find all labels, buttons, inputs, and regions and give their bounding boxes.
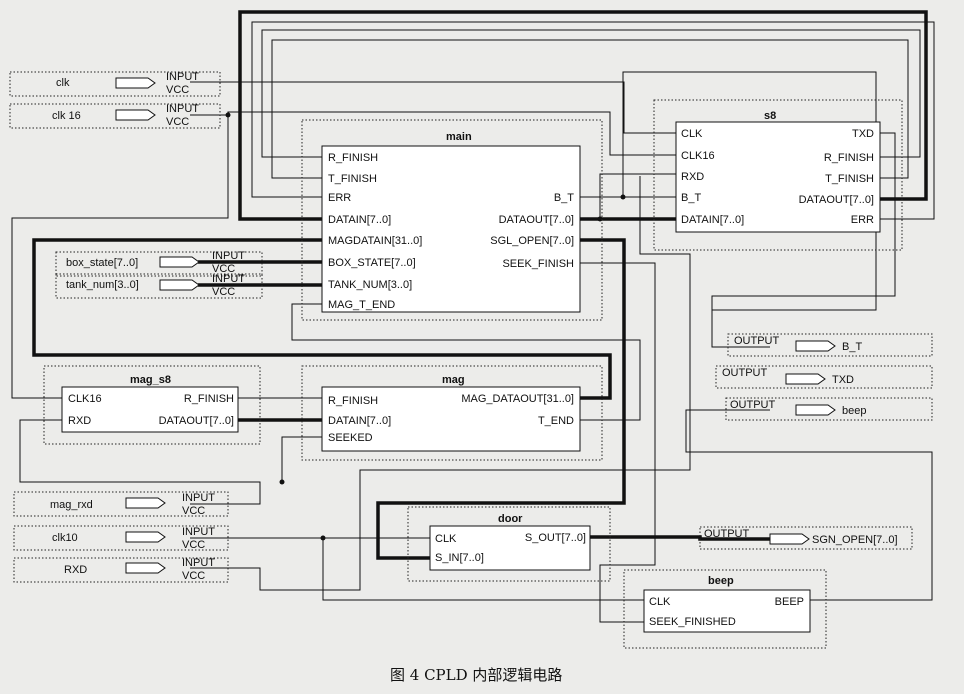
input-clk10-vcc: VCC <box>182 539 205 551</box>
output-b-t-name: B_T <box>842 341 862 353</box>
door-port-s-out: S_OUT[7..0] <box>525 532 586 544</box>
block-door-title: door <box>498 513 523 525</box>
block-beep: beep CLK SEEK_FINISHED BEEP <box>623 569 827 649</box>
input-box-state-name: box_state[7..0] <box>66 257 138 269</box>
beep-port-clk: CLK <box>649 596 671 608</box>
s8-port-datain: DATAIN[7..0] <box>681 214 744 226</box>
s8-port-dataout: DATAOUT[7..0] <box>799 194 874 206</box>
wires <box>11 10 935 623</box>
mag-port-seeked: SEEKED <box>328 432 373 444</box>
main-port-dataout: DATAOUT[7..0] <box>499 214 574 226</box>
mag-s8-port-dataout: DATAOUT[7..0] <box>159 415 234 427</box>
beep-port-seek-finished: SEEK_FINISHED <box>649 616 736 628</box>
output-txd-type: OUTPUT <box>722 367 768 379</box>
main-port-box-state: BOX_STATE[7..0] <box>328 257 416 269</box>
output-b-t-type: OUTPUT <box>734 335 780 347</box>
input-tank-num: tank_num[3..0] INPUT VCC <box>55 273 263 299</box>
input-clk-name: clk <box>56 77 70 89</box>
mag-port-mag-dataout: MAG_DATAOUT[31..0] <box>461 393 574 405</box>
input-box-state-type: INPUT <box>212 250 245 262</box>
s8-port-clk16: CLK16 <box>681 150 715 162</box>
main-port-r-finish: R_FINISH <box>328 152 378 164</box>
main-port-magdatain: MAGDATAIN[31..0] <box>328 235 422 247</box>
block-mag: mag R_FINISH DATAIN[7..0] SEEKED MAG_DAT… <box>301 365 603 461</box>
block-mag-s8-title: mag_s8 <box>130 374 171 386</box>
output-txd: OUTPUT TXD <box>715 365 933 389</box>
output-txd-name: TXD <box>832 374 854 386</box>
output-sgn-open-type: OUTPUT <box>704 528 750 540</box>
main-port-seek-finish: SEEK_FINISH <box>502 258 574 270</box>
input-mag-rxd-name: mag_rxd <box>50 499 93 511</box>
main-port-t-finish: T_FINISH <box>328 173 377 185</box>
input-rxd-type: INPUT <box>182 557 215 569</box>
output-b-t: OUTPUT B_T <box>727 333 933 357</box>
input-tank-num-vcc: VCC <box>212 286 235 298</box>
input-clk16-name: clk 16 <box>52 110 81 122</box>
block-main: main R_FINISH T_FINISH ERR DATAIN[7..0] … <box>301 119 603 321</box>
main-port-tank-num: TANK_NUM[3..0] <box>328 279 412 291</box>
block-mag-title: mag <box>442 374 465 386</box>
door-port-clk: CLK <box>435 533 457 545</box>
main-port-err: ERR <box>328 192 351 204</box>
input-clk10: clk10 INPUT VCC <box>13 525 229 551</box>
input-clk: clk INPUT VCC <box>9 71 221 97</box>
input-box-state: box_state[7..0] INPUT VCC <box>55 250 263 277</box>
s8-port-b-t: B_T <box>681 192 701 204</box>
output-sgn-open: OUTPUT SGN_OPEN[7..0] <box>699 526 913 550</box>
output-beep: OUTPUT beep <box>725 397 933 421</box>
mag-port-t-end: T_END <box>538 415 574 427</box>
mag-s8-port-rxd: RXD <box>68 415 91 427</box>
s8-port-rxd: RXD <box>681 171 704 183</box>
input-rxd: RXD INPUT VCC <box>13 557 229 583</box>
input-clk10-type: INPUT <box>182 526 215 538</box>
input-tank-num-type: INPUT <box>212 273 245 285</box>
mag-s8-port-r-finish: R_FINISH <box>184 393 234 405</box>
output-beep-type: OUTPUT <box>730 399 776 411</box>
input-clk-type: INPUT <box>166 71 199 83</box>
s8-port-clk: CLK <box>681 128 703 140</box>
input-tank-num-name: tank_num[3..0] <box>66 279 139 291</box>
block-main-title: main <box>446 131 472 143</box>
main-port-mag-t-end: MAG_T_END <box>328 299 395 311</box>
figure-caption: 图 4 CPLD 内部逻辑电路 <box>390 666 562 684</box>
input-rxd-name: RXD <box>64 564 87 576</box>
beep-port-beep: BEEP <box>775 596 804 608</box>
output-beep-name: beep <box>842 405 866 417</box>
input-clk16: clk 16 INPUT VCC <box>9 103 221 129</box>
input-rxd-vcc: VCC <box>182 570 205 582</box>
input-mag-rxd-vcc: VCC <box>182 505 205 517</box>
s8-port-err: ERR <box>851 214 874 226</box>
block-door: door CLK S_IN[7..0] S_OUT[7..0] <box>407 506 611 582</box>
block-beep-title: beep <box>708 575 734 587</box>
block-s8: s8 CLK CLK16 RXD B_T DATAIN[7..0] TXD R_… <box>653 99 903 251</box>
s8-port-t-finish: T_FINISH <box>825 173 874 185</box>
main-port-b-t: B_T <box>554 192 574 204</box>
input-mag-rxd-type: INPUT <box>182 492 215 504</box>
block-s8-title: s8 <box>764 110 776 122</box>
input-clk-vcc: VCC <box>166 84 189 96</box>
input-box-state-vcc: VCC <box>212 263 235 275</box>
block-mag-s8: mag_s8 CLK16 RXD R_FINISH DATAOUT[7..0] <box>43 365 261 445</box>
s8-port-r-finish: R_FINISH <box>824 152 874 164</box>
main-port-datain: DATAIN[7..0] <box>328 214 391 226</box>
door-port-s-in: S_IN[7..0] <box>435 552 484 564</box>
input-clk10-name: clk10 <box>52 532 78 544</box>
mag-port-r-finish: R_FINISH <box>328 395 378 407</box>
mag-s8-port-clk16: CLK16 <box>68 393 102 405</box>
mag-port-datain: DATAIN[7..0] <box>328 415 391 427</box>
input-clk16-vcc: VCC <box>166 116 189 128</box>
s8-port-txd: TXD <box>852 128 874 140</box>
input-clk16-type: INPUT <box>166 103 199 115</box>
output-sgn-open-name: SGN_OPEN[7..0] <box>812 534 898 546</box>
input-mag-rxd: mag_rxd INPUT VCC <box>13 491 229 517</box>
main-port-sgl-open: SGL_OPEN[7..0] <box>490 235 574 247</box>
